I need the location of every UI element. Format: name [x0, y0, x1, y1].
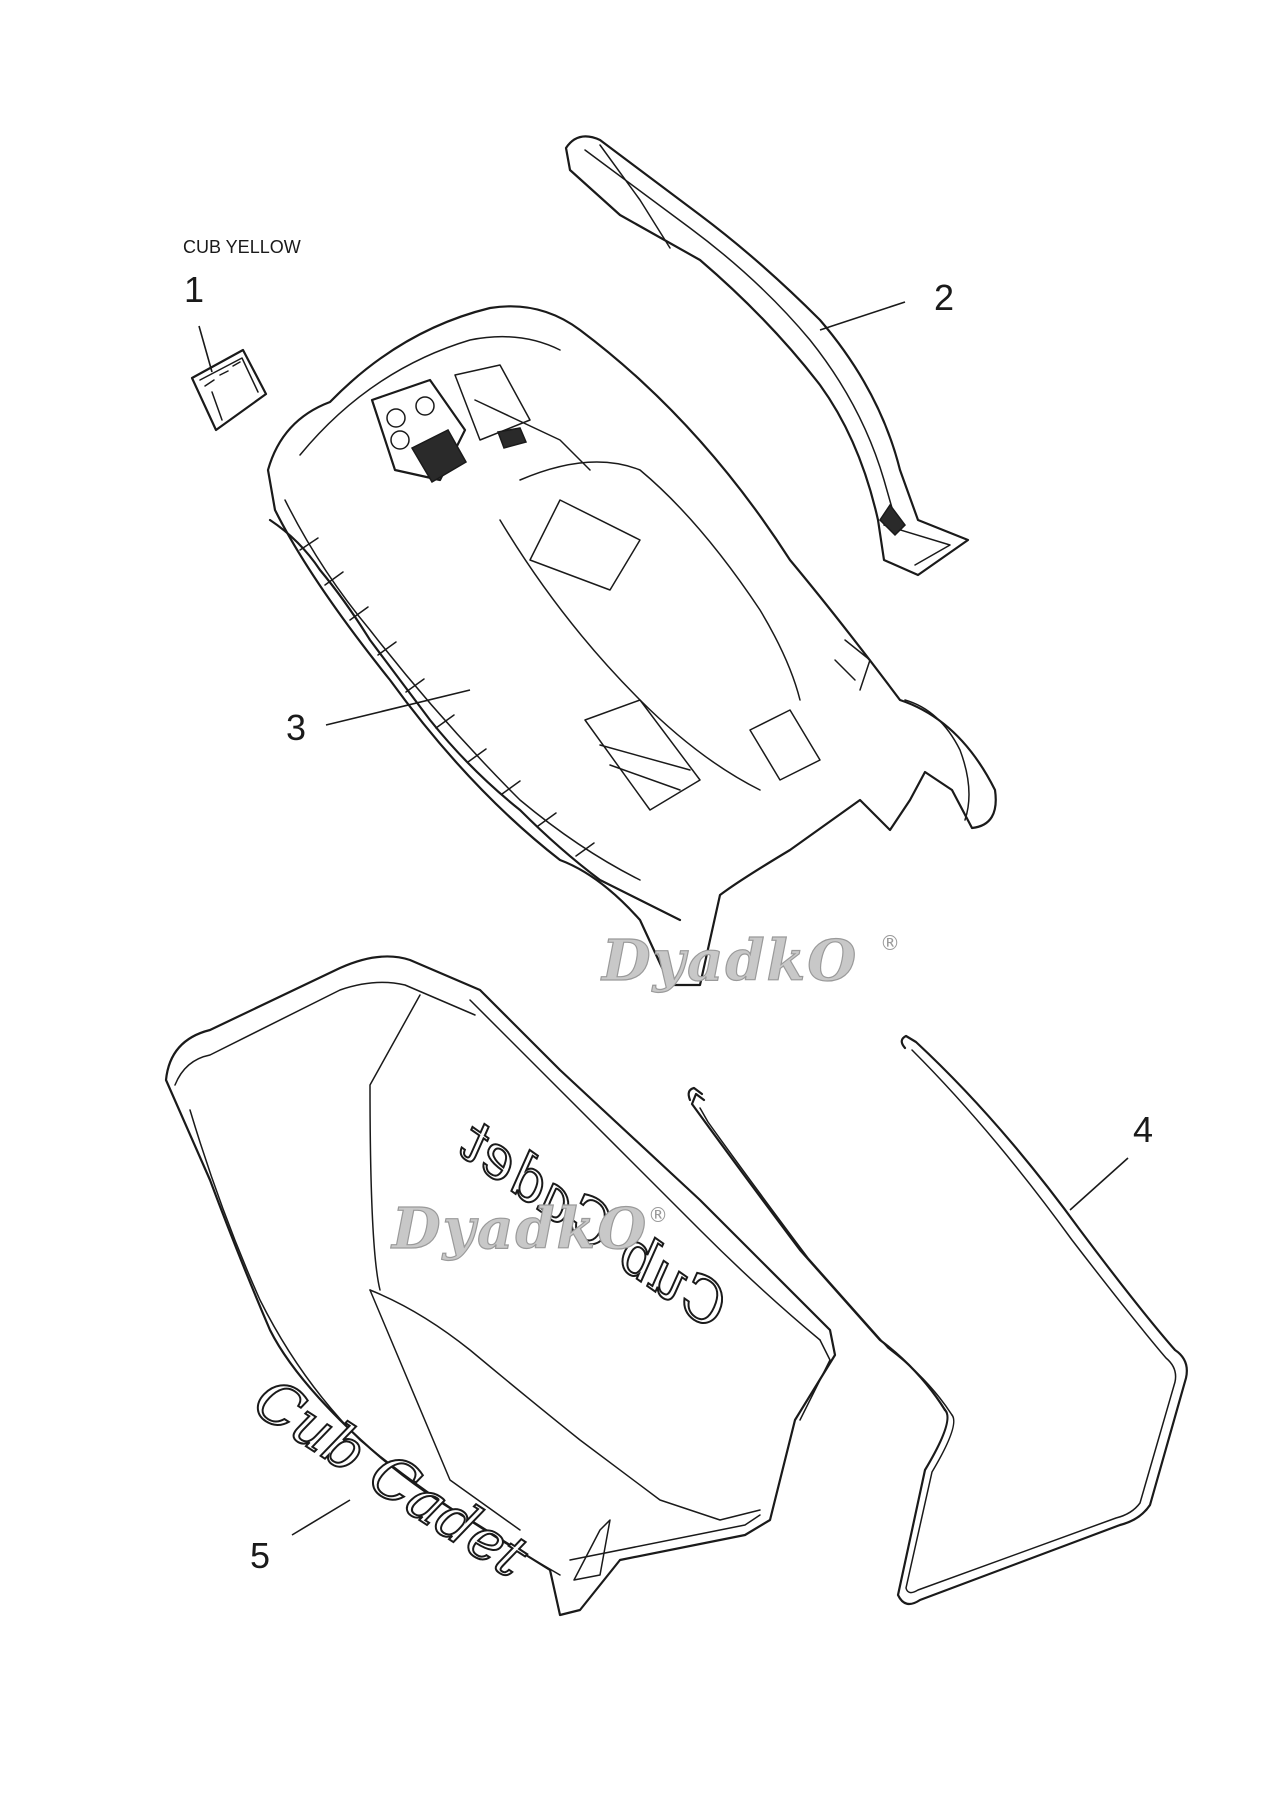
- watermark-upper: DyadkO ®: [599, 927, 900, 994]
- leader-1: [198, 325, 213, 373]
- leader-4: [1069, 1157, 1129, 1211]
- part-1-cap: [190, 348, 268, 432]
- callout-3: 3: [286, 707, 306, 748]
- callout-5: 5: [250, 1535, 270, 1576]
- color-note: CUB YELLOW: [183, 237, 301, 257]
- callout-2: 2: [934, 277, 954, 318]
- part-5-grass-bag: Cub Cadet Cub Cadet: [164, 955, 837, 1617]
- part-3-top-cover: [266, 305, 997, 987]
- leader-5: [291, 1499, 351, 1536]
- part-2-handle: [564, 135, 970, 577]
- svg-text:®: ®: [648, 1203, 668, 1227]
- leader-2: [819, 301, 906, 331]
- callout-1: 1: [184, 269, 204, 310]
- svg-text:DyadkO: DyadkO: [600, 928, 858, 994]
- svg-text:®: ®: [880, 931, 900, 955]
- leader-3: [325, 689, 471, 726]
- watermark-lower: DyadkO ®: [389, 1195, 668, 1262]
- callout-4: 4: [1133, 1109, 1153, 1150]
- svg-text:DyadkO: DyadkO: [390, 1196, 648, 1262]
- part-4-wire-frame: [687, 1034, 1188, 1606]
